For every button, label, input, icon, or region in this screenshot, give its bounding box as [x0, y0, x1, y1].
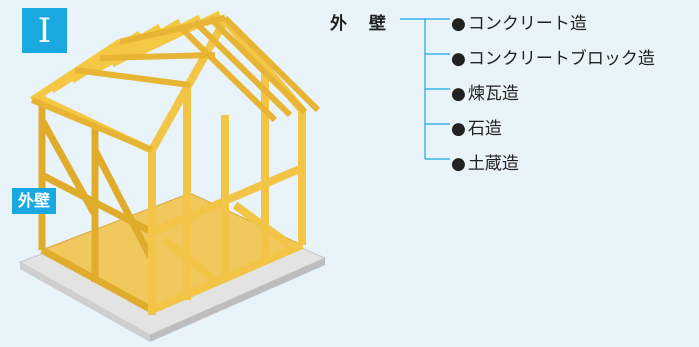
bullet-icon: ● — [451, 119, 466, 139]
section-badge: I — [22, 8, 67, 53]
bullet-icon: ● — [451, 14, 466, 34]
list-heading: 外 壁 — [330, 14, 394, 34]
bullet-icon: ● — [451, 49, 466, 69]
list-item: ●石造 — [451, 114, 502, 139]
list-item: ●コンクリート造 — [451, 9, 587, 34]
list-item: ●煉瓦造 — [451, 79, 519, 104]
item-label: 石造 — [467, 119, 502, 139]
bullet-icon: ● — [451, 84, 466, 104]
item-label: コンクリート造 — [467, 14, 587, 34]
list-item: ●コンクリートブロック造 — [451, 44, 655, 69]
bullet-icon: ● — [451, 154, 466, 174]
house-frame-illustration — [18, 10, 327, 342]
exterior-wall-label: 外壁 — [12, 188, 57, 214]
item-label: コンクリートブロック造 — [467, 49, 655, 69]
item-label: 土蔵造 — [467, 154, 519, 174]
item-label: 煉瓦造 — [467, 84, 519, 104]
list-item: ●土蔵造 — [451, 149, 519, 174]
foundation-edge — [20, 262, 150, 342]
